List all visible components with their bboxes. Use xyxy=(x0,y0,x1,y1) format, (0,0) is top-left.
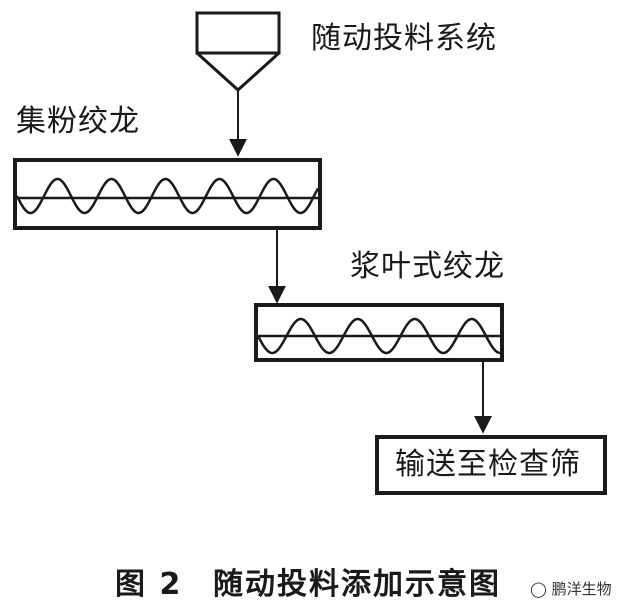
paddle-screw-box xyxy=(254,303,504,362)
collector-screw-box xyxy=(13,158,322,230)
figure-title: 随动投料添加示意图 xyxy=(213,567,501,602)
destination-box xyxy=(375,435,607,495)
figure-number: 图 2 xyxy=(115,567,183,602)
collector-screw-label: 集粉绞龙 xyxy=(16,104,140,139)
hopper-icon xyxy=(195,11,281,93)
watermark: ◯ 鹏洋生物 xyxy=(530,578,612,599)
paddle-screw-wave xyxy=(256,317,501,355)
feeder-label: 随动投料系统 xyxy=(311,21,497,56)
wechat-icon: ◯ xyxy=(530,580,547,598)
destination-label: 输送至检查筛 xyxy=(395,447,581,482)
paddle-screw-label: 浆叶式绞龙 xyxy=(350,249,505,284)
collector-screw-wave xyxy=(15,177,320,215)
watermark-text: 鹏洋生物 xyxy=(551,580,612,598)
